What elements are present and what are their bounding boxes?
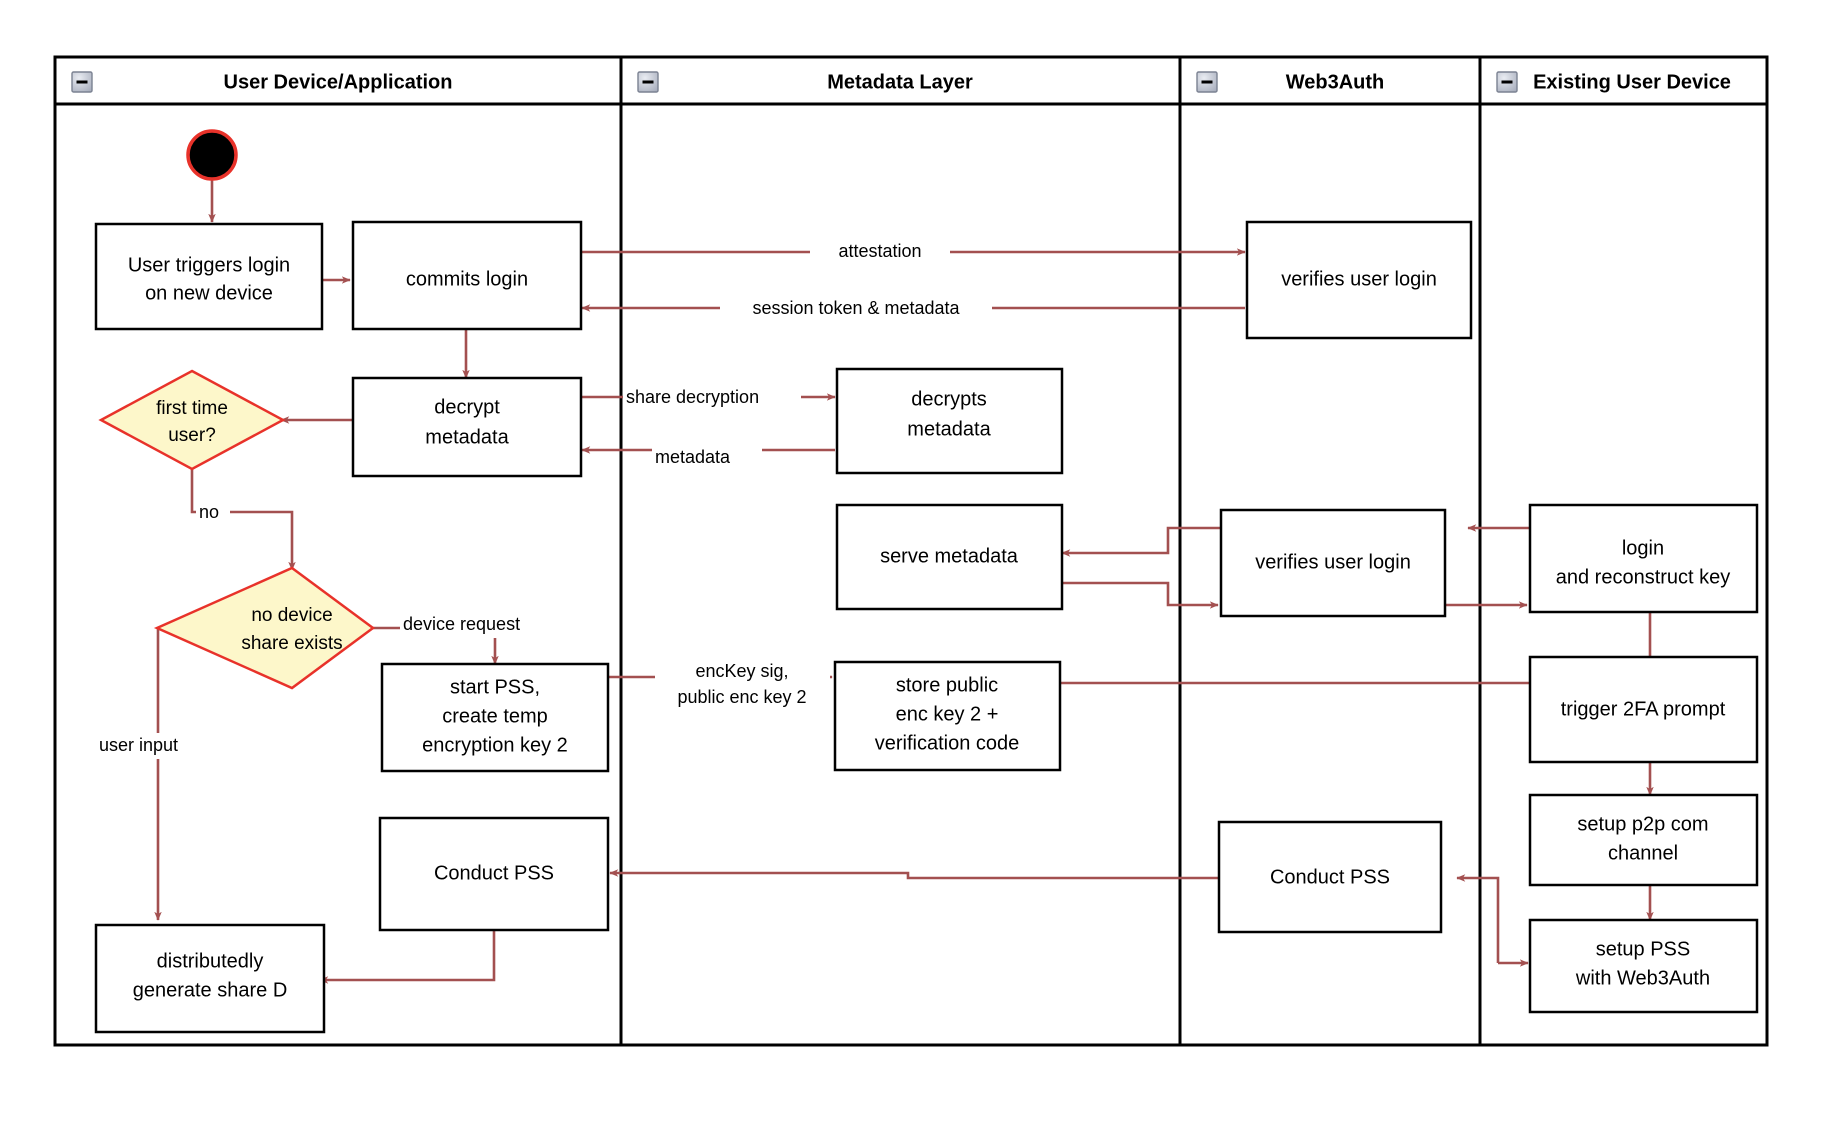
node-label-line: trigger 2FA prompt [1561, 698, 1726, 720]
edge-label-text: share decryption [626, 387, 759, 407]
node-label-line: User triggers login [128, 254, 290, 276]
node-conduct-pss-web3auth[interactable]: Conduct PSS [1217, 820, 1443, 934]
node-commits-login[interactable]: commits login [351, 220, 583, 331]
edge-label-user-input: user input [96, 733, 206, 759]
node-label-line: no device [251, 605, 332, 626]
node-label-line: first time [156, 398, 228, 419]
node-label-line: encryption key 2 [422, 734, 568, 756]
initial-node-start[interactable] [186, 129, 238, 181]
edge-serve-metadata-to-verify [1062, 581, 1219, 609]
node-verifies-user-login-top[interactable]: verifies user login [1245, 220, 1473, 340]
node-trigger-2fa-prompt[interactable]: trigger 2FA prompt [1528, 655, 1759, 764]
edge-label-text: public enc key 2 [677, 687, 806, 707]
edge-label-enckey-sig: encKey sig, public enc key 2 [655, 655, 830, 710]
edge-label-text: no [199, 502, 219, 522]
node-label-line: distributedly [157, 950, 264, 972]
node-label-line: user? [168, 425, 216, 446]
node-decrypts-metadata[interactable]: decrypts metadata [835, 367, 1064, 475]
node-label-line: verification code [875, 732, 1020, 754]
node-label-line: on new device [145, 282, 273, 304]
node-label-line: store public [896, 674, 998, 696]
node-label-line: setup p2p com [1577, 813, 1708, 835]
node-label-line: metadata [907, 418, 991, 440]
node-setup-pss-with-web3auth[interactable]: setup PSS with Web3Auth [1528, 918, 1759, 1014]
node-no-device-share-exists-decision[interactable]: no device share exists [153, 566, 376, 690]
node-label-line: generate share D [133, 979, 288, 1001]
node-label-line: setup PSS [1596, 938, 1691, 960]
lane-header-label-metadata: Metadata Layer [827, 71, 973, 93]
node-first-time-user-decision[interactable]: first time user? [98, 369, 286, 471]
node-decrypt-metadata[interactable]: decrypt metadata [351, 376, 583, 478]
node-label-line: verifies user login [1281, 268, 1437, 290]
edge-label-metadata: metadata [652, 443, 762, 470]
lane-header-label-web3auth: Web3Auth [1286, 71, 1385, 93]
node-label-line: decrypt [434, 396, 500, 418]
node-user-triggers-login[interactable]: User triggers login on new device [94, 222, 324, 331]
edge-setup-pss-to-conduct-pss-web3auth [1456, 874, 1500, 963]
node-setup-p2p-com-channel[interactable]: setup p2p com channel [1528, 793, 1759, 887]
lane-header-existing-device[interactable]: Existing User Device [1533, 71, 1731, 93]
lane-header-label-existing-device: Existing User Device [1533, 71, 1731, 93]
node-label-line: and reconstruct key [1556, 566, 1731, 588]
lane-header-label-user-device: User Device/Application [224, 71, 453, 93]
edge-label-text: session token & metadata [752, 298, 960, 318]
node-label-line: create temp [442, 705, 548, 727]
node-distributedly-generate-share-d[interactable]: distributedly generate share D [94, 923, 326, 1034]
minus-icon-lane-metadata[interactable] [637, 71, 659, 93]
node-label-line: verifies user login [1255, 551, 1411, 573]
node-start-pss-create-temp-key[interactable]: start PSS, create temp encryption key 2 [380, 662, 610, 773]
node-label-line: decrypts [911, 388, 987, 410]
swimlane-frame [53, 55, 1769, 1047]
lane-header-user-device[interactable]: User Device/Application [224, 71, 453, 93]
node-label-line: enc key 2 + [896, 703, 999, 725]
edge-conduct-pss-web3auth-to-user [609, 869, 1218, 880]
node-label-line: metadata [425, 426, 509, 448]
edge-label-text: metadata [655, 447, 731, 467]
node-label-line: Conduct PSS [1270, 866, 1390, 888]
edge-verify-to-serve-metadata [1061, 526, 1220, 557]
node-conduct-pss-user[interactable]: Conduct PSS [378, 816, 610, 932]
node-label-line: channel [1608, 842, 1678, 864]
edge-label-attestation: attestation [810, 238, 950, 265]
edge-conduct-pss-to-generate-share-d [319, 930, 496, 984]
edge-label-share-decryption: share decryption [623, 384, 801, 411]
edge-no-branch [190, 466, 296, 571]
minus-icon-lane-user-device[interactable] [71, 71, 93, 93]
node-label-line: Conduct PSS [434, 862, 554, 884]
lane-header-web3auth[interactable]: Web3Auth [1286, 71, 1385, 93]
node-label-line: commits login [406, 268, 528, 290]
node-label-line: start PSS, [450, 676, 540, 698]
edge-label-text: device request [403, 614, 520, 634]
node-verifies-user-login-mid[interactable]: verifies user login [1219, 508, 1447, 618]
node-label-line: with Web3Auth [1575, 967, 1710, 989]
lane-header-metadata[interactable]: Metadata Layer [827, 71, 973, 93]
node-label-line: login [1622, 537, 1664, 559]
edge-label-text: user input [99, 735, 178, 755]
node-serve-metadata[interactable]: serve metadata [835, 503, 1064, 611]
edge-label-text: attestation [838, 241, 921, 261]
minus-icon-lane-existing-device[interactable] [1496, 71, 1518, 93]
edge-label-text: encKey sig, [695, 661, 788, 681]
edge-label-session-token-metadata: session token & metadata [720, 294, 992, 321]
minus-icon-lane-web3auth[interactable] [1196, 71, 1218, 93]
node-label-line: share exists [241, 633, 342, 654]
edge-label-no: no [196, 500, 230, 525]
edge-label-device-request: device request [400, 612, 556, 638]
node-store-public-enc-key-2[interactable]: store public enc key 2 + verification co… [833, 660, 1062, 772]
node-login-and-reconstruct-key[interactable]: login and reconstruct key [1528, 503, 1759, 614]
node-label-line: serve metadata [880, 545, 1019, 567]
